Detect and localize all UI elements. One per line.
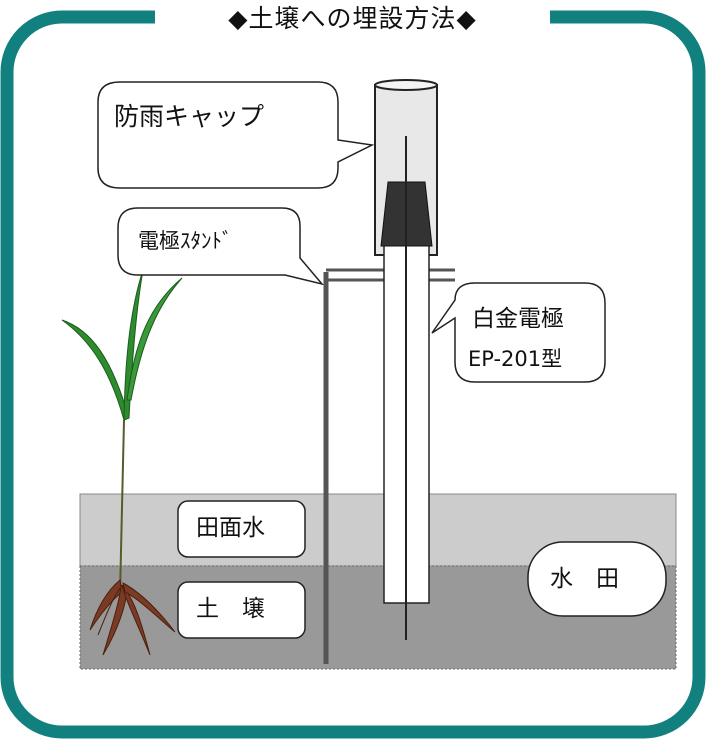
electrode-stand-label: 電極ｽﾀﾝﾄﾞ (138, 229, 233, 253)
platinum-electrode-label: 白金電極 (472, 306, 564, 332)
model-label: EP-201型 (468, 347, 563, 371)
rice-plant (61, 269, 183, 656)
paddy-label: 水 田 (550, 566, 619, 592)
diagram-title: ◆土壌への埋設方法◆ (155, 2, 550, 36)
callout-electrode-stand (117, 207, 325, 286)
callout-rain-cap (97, 81, 375, 189)
soil-label-box (177, 581, 306, 639)
paddy-label-box (527, 541, 667, 617)
callout-platinum-electrode (431, 282, 606, 383)
rain-cap-label: 防雨キャップ (114, 102, 265, 131)
soil-label: 土 壌 (196, 596, 265, 622)
surface-water-label-box (177, 500, 306, 558)
surface-water-label: 田面水 (196, 515, 265, 541)
